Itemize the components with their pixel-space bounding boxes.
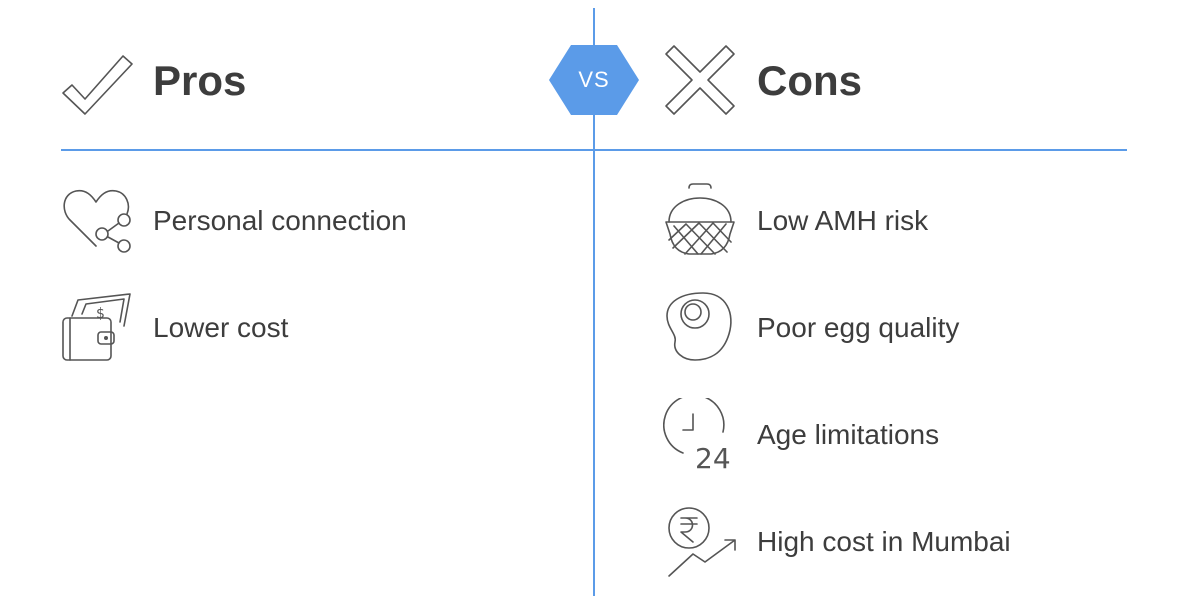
pros-item-lower-cost: Lower cost [153, 312, 289, 343]
vs-label: VS [578, 67, 610, 92]
clock-24-icon: 24 [663, 398, 731, 472]
svg-text:$: $ [96, 306, 105, 322]
vs-badge [549, 45, 639, 115]
wallet-money-icon: $ [62, 293, 131, 361]
pros-heading: Pros [153, 57, 247, 104]
egg-icon [666, 292, 732, 361]
cons-item-age-limitations: Age limitations [757, 419, 940, 450]
pros-item-personal-connection: Personal connection [153, 205, 407, 236]
rupee-rising-icon [668, 507, 736, 577]
horizontal-divider [61, 149, 1127, 151]
heart-share-icon [63, 189, 131, 253]
cons-item-poor-egg-quality: Poor egg quality [757, 312, 960, 343]
cons-heading: Cons [757, 57, 862, 104]
cross-icon [665, 45, 735, 115]
vertical-divider [593, 8, 595, 596]
egg-basket-icon [665, 183, 735, 255]
cons-item-low-amh-risk: Low AMH risk [757, 205, 929, 236]
svg-text:24: 24 [695, 442, 731, 472]
checkmark-icon [62, 55, 133, 115]
cons-item-high-cost-in-mumbai: High cost in Mumbai [757, 526, 1011, 557]
